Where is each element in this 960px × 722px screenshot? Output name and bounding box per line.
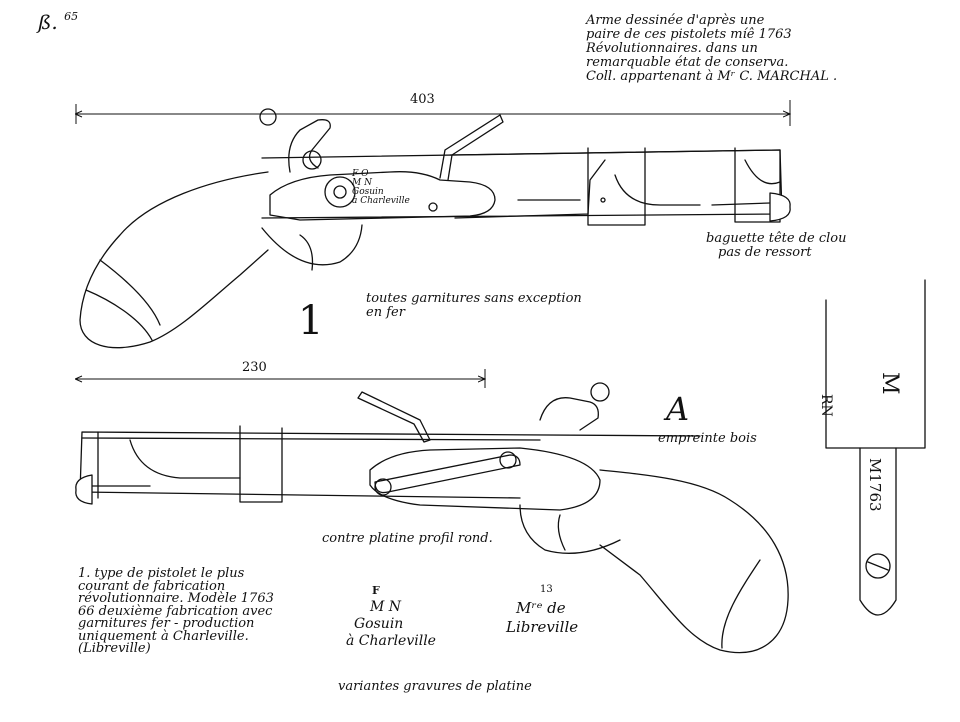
stamp-letter: A xyxy=(666,390,690,428)
header-note: Arme dessinée d'après une paire de ces p… xyxy=(586,14,837,84)
plate-reference: ß. 65 xyxy=(38,10,78,34)
description-line: 1. type de pistolet le plus xyxy=(78,566,245,581)
lock-engraving-top: F O M N Gosuin à Charleville xyxy=(352,170,410,206)
header-line: Révolutionnaires. dans un xyxy=(586,41,758,56)
engraving-line: Gosuin xyxy=(352,187,384,197)
header-line: paire de ces pistolets míê 1763 xyxy=(586,27,792,42)
header-line: Arme dessinée d'après une xyxy=(586,13,765,28)
header-line: remarquable état de conserva. xyxy=(586,55,789,70)
description-line: uniquement à Charleville. xyxy=(78,628,249,644)
figure-number: 1 xyxy=(298,298,324,344)
pistol-bottom xyxy=(75,382,789,654)
barrel-tang-detail xyxy=(825,279,926,616)
description-line: courant de fabrication xyxy=(78,578,226,594)
dimension-label-top: 403 xyxy=(410,92,435,107)
variant-line: à Charleville xyxy=(346,633,436,649)
pistol-top xyxy=(79,108,791,349)
stamp-caption: empreinte bois xyxy=(658,431,757,446)
description-note: 1. type de pistolet le plus courant de f… xyxy=(78,566,274,656)
variant-line: Libreville xyxy=(506,618,579,636)
variant-number: 13 xyxy=(540,584,553,595)
engraving-line: M N xyxy=(352,178,372,188)
barrel-model-mark: M1763 xyxy=(866,458,884,512)
plate-ref-letter: ß. xyxy=(38,10,58,34)
dimension-label-bottom: 230 xyxy=(242,360,267,375)
engraving-variant-left: F M N Gosuin à Charleville xyxy=(346,582,436,650)
fittings-note: toutes garnitures sans exception en fer xyxy=(366,292,582,320)
variant-line: F xyxy=(372,584,380,597)
description-line: révolutionnaire. Modèle 1763 xyxy=(78,591,274,606)
sideplate-note: contre platine profil rond. xyxy=(322,531,493,546)
variant-line: Gosuin xyxy=(354,616,404,632)
engraving-line: à Charleville xyxy=(352,196,410,206)
ramrod-line: pas de ressort xyxy=(718,245,812,260)
description-line: (Libreville) xyxy=(78,641,151,656)
barrel-mark-rn: RN xyxy=(818,394,834,417)
fittings-line: toutes garnitures sans exception xyxy=(366,291,582,306)
description-line: 66 deuxième fabrication avec xyxy=(78,603,273,619)
variant-line: M N xyxy=(370,599,402,615)
header-line: Coll. appartenant à Mʳ C. MARCHAL . xyxy=(586,69,838,84)
engravings-caption: variantes gravures de platine xyxy=(338,679,532,694)
fittings-line: en fer xyxy=(366,305,405,320)
engraving-variant-right: 13 Mʳᵉ de Libreville xyxy=(506,580,578,637)
variant-line: Mʳᵉ de xyxy=(516,599,566,617)
ramrod-line: baguette tête de clou xyxy=(706,231,847,246)
dimension-line-top xyxy=(76,100,790,126)
plate-ref-number: 65 xyxy=(64,10,79,23)
dimension-line-bottom xyxy=(76,369,485,388)
engraving-line: F O xyxy=(352,169,369,179)
ramrod-note: baguette tête de clou pas de ressort xyxy=(706,232,847,260)
description-line: garnitures fer - production xyxy=(78,616,255,631)
barrel-mark-m: M xyxy=(877,372,902,395)
